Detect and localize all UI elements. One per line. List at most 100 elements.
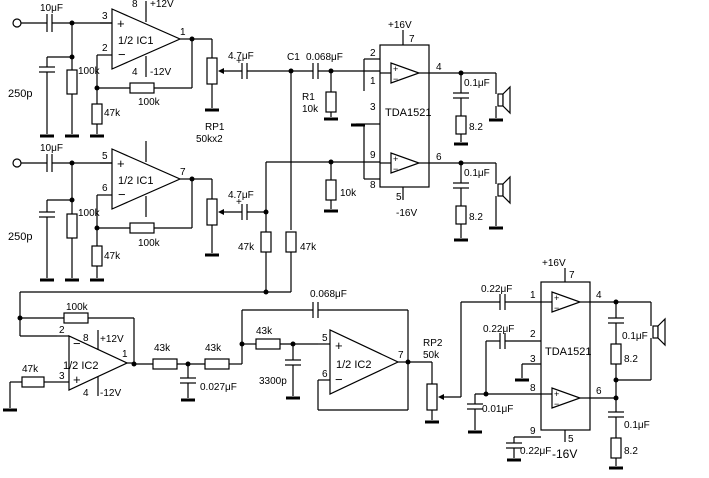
svg-text:0.1μF: 0.1μF xyxy=(464,168,490,179)
resistor-100k-middle xyxy=(66,213,78,239)
svg-text:+12V: +12V xyxy=(100,334,124,345)
resistor-47k-mix-b xyxy=(285,231,297,253)
svg-text:4.7μF: 4.7μF xyxy=(228,51,254,62)
svg-text:8: 8 xyxy=(132,0,138,10)
feedback-resistor-top xyxy=(129,82,155,94)
svg-text:8.2: 8.2 xyxy=(469,122,483,133)
svg-text:+16V: +16V xyxy=(388,20,412,31)
svg-text:9: 9 xyxy=(530,426,536,437)
svg-text:100k: 100k xyxy=(138,97,161,108)
svg-text:100k: 100k xyxy=(78,66,101,77)
svg-text:47k: 47k xyxy=(238,242,255,253)
tda1521-bottom-inputs: 0.22μF 0.22μF 0.01μF 0.22μF xyxy=(466,284,551,462)
svg-text:8: 8 xyxy=(530,383,536,394)
resistor-43k-a xyxy=(152,358,178,370)
svg-text:47k: 47k xyxy=(104,108,121,119)
svg-text:−: − xyxy=(335,372,343,387)
speaker-icon-top-left xyxy=(497,86,511,114)
svg-text:4: 4 xyxy=(132,67,138,78)
input-jack-middle[interactable] xyxy=(12,158,22,168)
svg-text:+: + xyxy=(73,372,81,387)
speaker-icon-bottom xyxy=(652,318,666,346)
svg-text:-16V: -16V xyxy=(396,208,417,219)
svg-text:100k: 100k xyxy=(138,238,161,249)
svg-text:8.2: 8.2 xyxy=(624,354,638,365)
top-feedback: 100k 47k + 4.7μF RP1 50kx2 xyxy=(88,36,254,145)
svg-text:-12V: -12V xyxy=(100,388,121,399)
svg-text:+: + xyxy=(236,197,242,208)
ic2-right-opamp: + − 5 6 7 1/2 IC2 xyxy=(318,329,408,395)
svg-text:5: 5 xyxy=(396,192,402,203)
svg-text:10μF: 10μF xyxy=(40,143,63,154)
svg-text:2: 2 xyxy=(59,325,65,336)
svg-text:3300p: 3300p xyxy=(259,376,287,387)
svg-text:0.027μF: 0.027μF xyxy=(200,382,237,393)
svg-text:1/2 IC1: 1/2 IC1 xyxy=(118,175,153,187)
feedback-resistor-middle xyxy=(129,222,155,234)
potentiometer-rp1-middle[interactable] xyxy=(206,198,218,226)
resistor-100k-ic2 xyxy=(63,312,89,324)
svg-text:5: 5 xyxy=(568,434,574,445)
top-coupling: C1 0.068μF R1 10k xyxy=(247,52,380,230)
zobel-resistor-sub-top xyxy=(610,343,622,365)
svg-text:250p: 250p xyxy=(8,231,32,243)
resistor-47k-middle xyxy=(91,245,103,267)
input-jack-top[interactable] xyxy=(12,18,22,28)
svg-text:50k: 50k xyxy=(423,350,440,361)
svg-text:3: 3 xyxy=(530,354,536,365)
svg-text:43k: 43k xyxy=(256,326,273,337)
svg-text:RP1: RP1 xyxy=(205,122,225,133)
potentiometer-rp2[interactable] xyxy=(426,383,438,411)
input-capacitor-label-top: 10μF xyxy=(40,3,63,14)
svg-text:0.22μF: 0.22μF xyxy=(520,446,551,457)
middle-feedback: 100k 47k + 4.7μF 10k 47k 47k xyxy=(20,159,380,295)
middle-input-stage: 10μF 100k 250p xyxy=(8,143,112,282)
svg-text:0.068μF: 0.068μF xyxy=(310,289,347,300)
svg-text:8: 8 xyxy=(83,333,89,344)
svg-text:+12V: +12V xyxy=(150,0,174,10)
svg-text:0.068μF: 0.068μF xyxy=(306,52,343,63)
svg-text:100k: 100k xyxy=(78,208,101,219)
svg-text:1: 1 xyxy=(180,27,186,38)
top-output-network: 0.1μF 8.2 0.1μF 8.2 xyxy=(429,70,511,242)
svg-text:2: 2 xyxy=(530,329,536,340)
resistor-43k-c xyxy=(255,338,281,350)
speaker-icon-top-right xyxy=(497,176,511,204)
svg-text:1/2 IC2: 1/2 IC2 xyxy=(63,360,98,372)
ic1-top-opamp: 3 2 8 +12V 4 -12V 1 1/2 IC1 xyxy=(99,0,193,78)
svg-text:6: 6 xyxy=(596,386,602,397)
resistor-10k-middle xyxy=(325,179,337,201)
svg-text:9: 9 xyxy=(370,150,376,161)
svg-text:50kx2: 50kx2 xyxy=(196,134,223,145)
svg-text:6: 6 xyxy=(436,152,442,163)
svg-text:250p: 250p xyxy=(8,88,32,100)
svg-text:47k: 47k xyxy=(22,364,39,375)
bottom-output-network: 0.1μF 8.2 0.1μF 8.2 xyxy=(590,299,666,470)
ic2-left-stage: 100k 47k xyxy=(1,292,135,412)
svg-text:2: 2 xyxy=(370,48,376,59)
svg-text:1/2 IC2: 1/2 IC2 xyxy=(336,359,371,371)
ic2-left-opamp: − + 2 3 8 +12V 4 -12V 1 1/2 IC2 xyxy=(57,325,134,399)
svg-text:7: 7 xyxy=(569,270,575,281)
resistor-47k-mix-a xyxy=(260,231,272,253)
svg-text:43k: 43k xyxy=(205,343,222,354)
svg-text:8.2: 8.2 xyxy=(469,212,483,223)
svg-text:5: 5 xyxy=(322,333,328,344)
svg-text:0.01μF: 0.01μF xyxy=(482,404,513,415)
zobel-resistor-bottom xyxy=(455,205,467,225)
svg-text:1: 1 xyxy=(122,349,128,360)
svg-text:8: 8 xyxy=(370,180,376,191)
svg-text:4.7μF: 4.7μF xyxy=(228,190,254,201)
svg-text:6: 6 xyxy=(102,183,108,194)
potentiometer-rp1-top[interactable] xyxy=(206,57,218,85)
svg-text:+: + xyxy=(335,338,343,353)
zobel-resistor-sub-bottom xyxy=(610,437,622,459)
svg-text:5: 5 xyxy=(102,151,108,162)
tda1521-top: +16V 7 2 1 3 TDA1521 9 8 5 -16V 4 6 xyxy=(349,20,442,219)
svg-text:10k: 10k xyxy=(302,104,319,115)
svg-text:4: 4 xyxy=(596,290,602,301)
svg-text:0.22μF: 0.22μF xyxy=(481,284,512,295)
top-input-stage: 10μF 100k 250p xyxy=(8,3,112,138)
svg-text:R1: R1 xyxy=(302,92,315,103)
